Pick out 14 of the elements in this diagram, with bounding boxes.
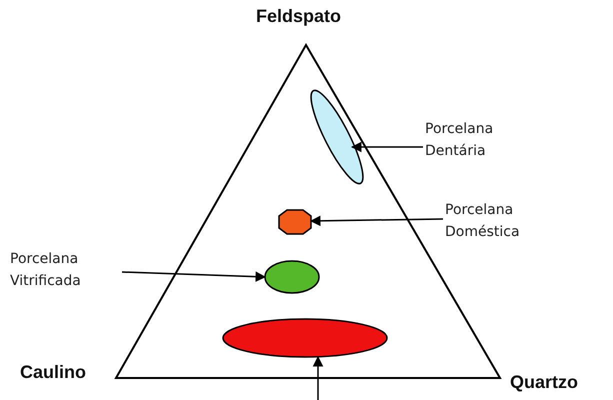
leader-arrow <box>310 216 444 226</box>
leader-arrow <box>350 142 423 152</box>
leader-arrow <box>312 356 324 400</box>
ellipse-region <box>264 260 320 294</box>
region-label: Porcelana Dentária <box>425 118 520 162</box>
ellipse-region <box>310 89 364 185</box>
vertex-label: Quartzo <box>510 372 578 393</box>
ellipse-region <box>222 318 388 358</box>
region-label: Porcelana Doméstica <box>445 199 565 243</box>
region-label: Porcelana Vitrificada <box>10 248 120 292</box>
leader-arrow <box>122 271 266 282</box>
vertex-label: Feldspato <box>256 6 342 27</box>
vertex-label: Caulino <box>20 362 86 383</box>
octagon-region <box>278 209 312 235</box>
